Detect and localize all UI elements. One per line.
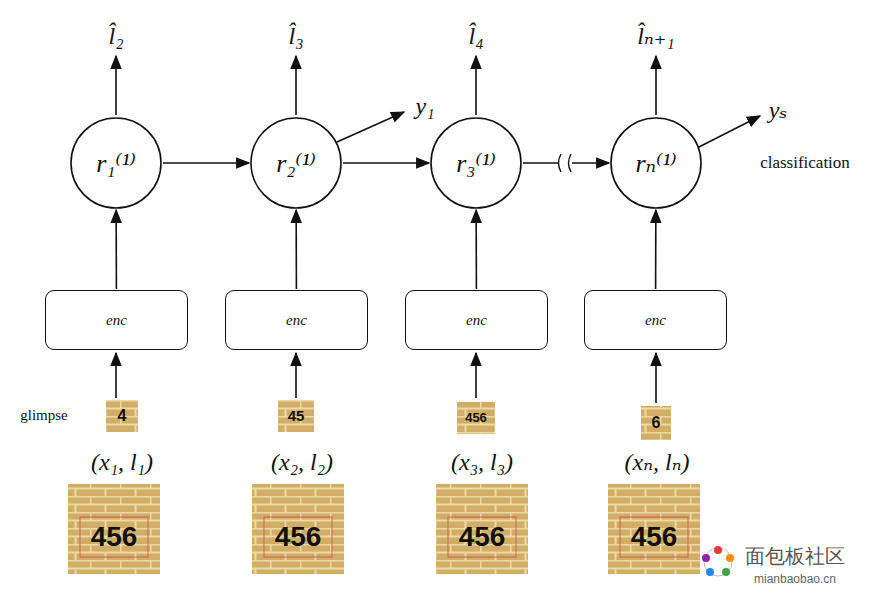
logo-dot (722, 568, 730, 576)
encoder-box: enc (584, 290, 727, 350)
image-digits: 456 (91, 522, 138, 553)
flow-arrow (343, 162, 429, 164)
output-label: yₛ (769, 97, 788, 123)
glimpse-arrow (115, 353, 117, 398)
input-images (68, 484, 700, 574)
encoder-label: enc (286, 312, 307, 329)
circle-shape (251, 118, 341, 208)
output-note: classification (760, 154, 850, 173)
location-arrow (655, 56, 657, 115)
glimpse-digits: 6 (652, 414, 661, 432)
encoder-box: enc (405, 290, 548, 350)
output-label: y₁ (416, 93, 435, 119)
bounding-box (620, 517, 688, 557)
location-label: l̂₄ (468, 23, 483, 49)
location-label: l̂ₙ₊₁ (637, 23, 674, 49)
rnn-core: r₃⁽¹⁾ (430, 117, 522, 209)
glimpse-patch (457, 402, 495, 434)
glimpse-label: glimpse (20, 407, 68, 424)
state-label: r₃⁽¹⁾ (456, 148, 496, 179)
circle-shape (71, 118, 161, 208)
encoder-box: enc (45, 290, 188, 350)
glimpse-arrow (295, 353, 297, 398)
glimpse-digits: 45 (288, 408, 305, 425)
location-label: l̂₃ (288, 23, 303, 49)
image-digits: 456 (631, 522, 678, 553)
logo-dot (726, 554, 734, 562)
logo-dot (714, 546, 722, 554)
glimpse-patch (106, 400, 138, 432)
glimpse-digits: 4 (118, 407, 127, 425)
flow-arrow (163, 162, 249, 164)
input-label: (x₁, l₁) (91, 449, 153, 475)
flow-arrow (115, 210, 117, 289)
glimpse-digits: 456 (465, 411, 487, 425)
image-digits: 456 (275, 522, 322, 553)
input-image (252, 484, 344, 574)
glimpse-patch (278, 400, 314, 432)
circle-shape (611, 118, 701, 208)
bounding-box (264, 517, 332, 557)
break-symbol (559, 154, 572, 172)
glimpse-patch (641, 406, 671, 440)
watermark: 面包板社区 (745, 545, 845, 567)
input-label: (xₙ, lₙ) (625, 449, 690, 475)
bounding-box (448, 517, 516, 557)
state-label: rₙ⁽¹⁾ (635, 148, 676, 179)
flow-arrow (295, 210, 297, 289)
output-arrow (697, 116, 760, 148)
location-arrow (475, 56, 477, 115)
encoder-label: enc (106, 312, 127, 329)
glimpse-arrow (475, 353, 477, 398)
state-label: r₁⁽¹⁾ (96, 148, 136, 179)
state-label: r₂⁽¹⁾ (276, 148, 316, 179)
break-gap (559, 153, 572, 173)
rnn-core: r₁⁽¹⁾ (70, 117, 162, 209)
circle-shape (431, 118, 521, 208)
rnn-core: rₙ⁽¹⁾ (610, 117, 702, 209)
rnn-core: r₂⁽¹⁾ (250, 117, 342, 209)
input-label: (x₃, l₃) (451, 449, 513, 475)
glimpse-patches (106, 400, 671, 440)
location-arrow (115, 56, 117, 115)
location-label: l̂₂ (108, 23, 123, 49)
input-image (436, 484, 528, 574)
location-arrow (295, 56, 297, 115)
flow-arrow (655, 210, 657, 289)
output-arrow (337, 112, 404, 142)
encoder-label: enc (645, 312, 666, 329)
output-arrows (116, 56, 760, 403)
encoder-box: enc (225, 290, 368, 350)
input-image (608, 484, 700, 574)
input-label: (x₂, l₂) (271, 449, 333, 475)
watermark: mianbaobao.cn (754, 573, 836, 586)
image-digits: 456 (459, 522, 506, 553)
watermark-logo (702, 546, 734, 576)
flow-arrow (475, 210, 477, 289)
glimpse-arrow (655, 353, 657, 403)
bounding-box (80, 517, 148, 557)
logo-dot (706, 568, 714, 576)
input-image (68, 484, 160, 574)
logo-dot (702, 554, 710, 562)
encoder-label: enc (466, 312, 487, 329)
